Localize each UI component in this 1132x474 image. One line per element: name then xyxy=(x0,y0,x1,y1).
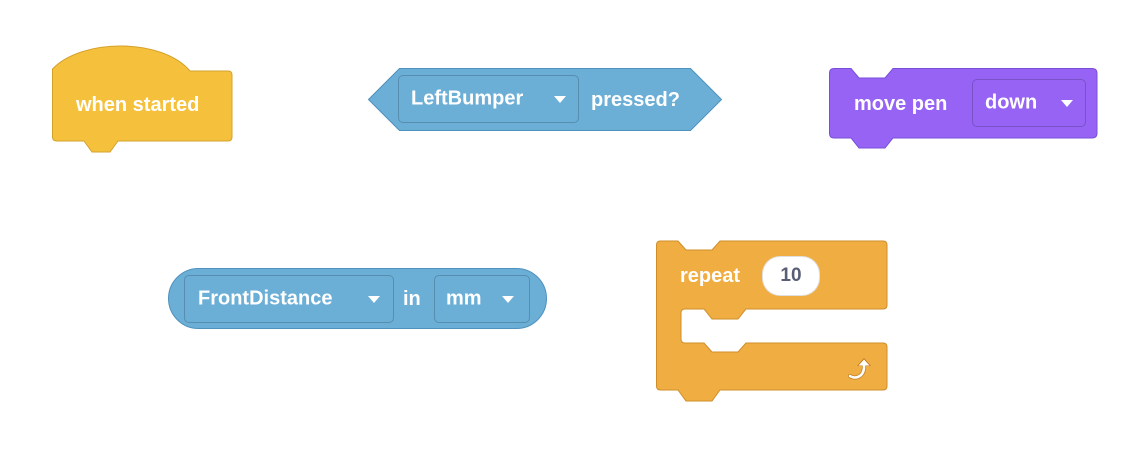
when-started-block[interactable]: when started xyxy=(52,41,234,155)
distance-sensor-label: FrontDistance xyxy=(198,287,333,310)
chevron-down-icon xyxy=(502,296,514,303)
repeat-block[interactable]: repeat 10 xyxy=(656,240,890,406)
pen-state-dropdown[interactable]: down xyxy=(972,79,1086,127)
repeat-count-input[interactable]: 10 xyxy=(762,256,820,296)
front-distance-joiner: in xyxy=(403,288,421,310)
front-distance-block[interactable]: FrontDistance in mm xyxy=(168,268,548,330)
repeat-shape xyxy=(656,240,888,402)
bumper-sensor-dropdown[interactable]: LeftBumper xyxy=(398,75,579,123)
bumper-pressed-block[interactable]: LeftBumper pressed? xyxy=(367,68,723,132)
pen-state-label: down xyxy=(985,91,1038,114)
distance-unit-label: mm xyxy=(446,287,482,310)
distance-sensor-dropdown[interactable]: FrontDistance xyxy=(184,275,394,323)
chevron-down-icon xyxy=(1061,100,1073,107)
loop-arrow-icon xyxy=(848,358,871,380)
bumper-sensor-label: LeftBumper xyxy=(411,87,524,110)
repeat-label: repeat xyxy=(680,265,741,287)
chevron-down-icon xyxy=(554,96,566,103)
distance-unit-dropdown[interactable]: mm xyxy=(434,275,530,323)
move-pen-label: move pen xyxy=(854,93,948,115)
move-pen-block[interactable]: move pen down xyxy=(829,66,1099,152)
chevron-down-icon xyxy=(368,296,380,303)
when-started-shape xyxy=(52,45,233,153)
bumper-pressed-suffix: pressed? xyxy=(591,89,680,111)
when-started-label: when started xyxy=(76,94,200,116)
